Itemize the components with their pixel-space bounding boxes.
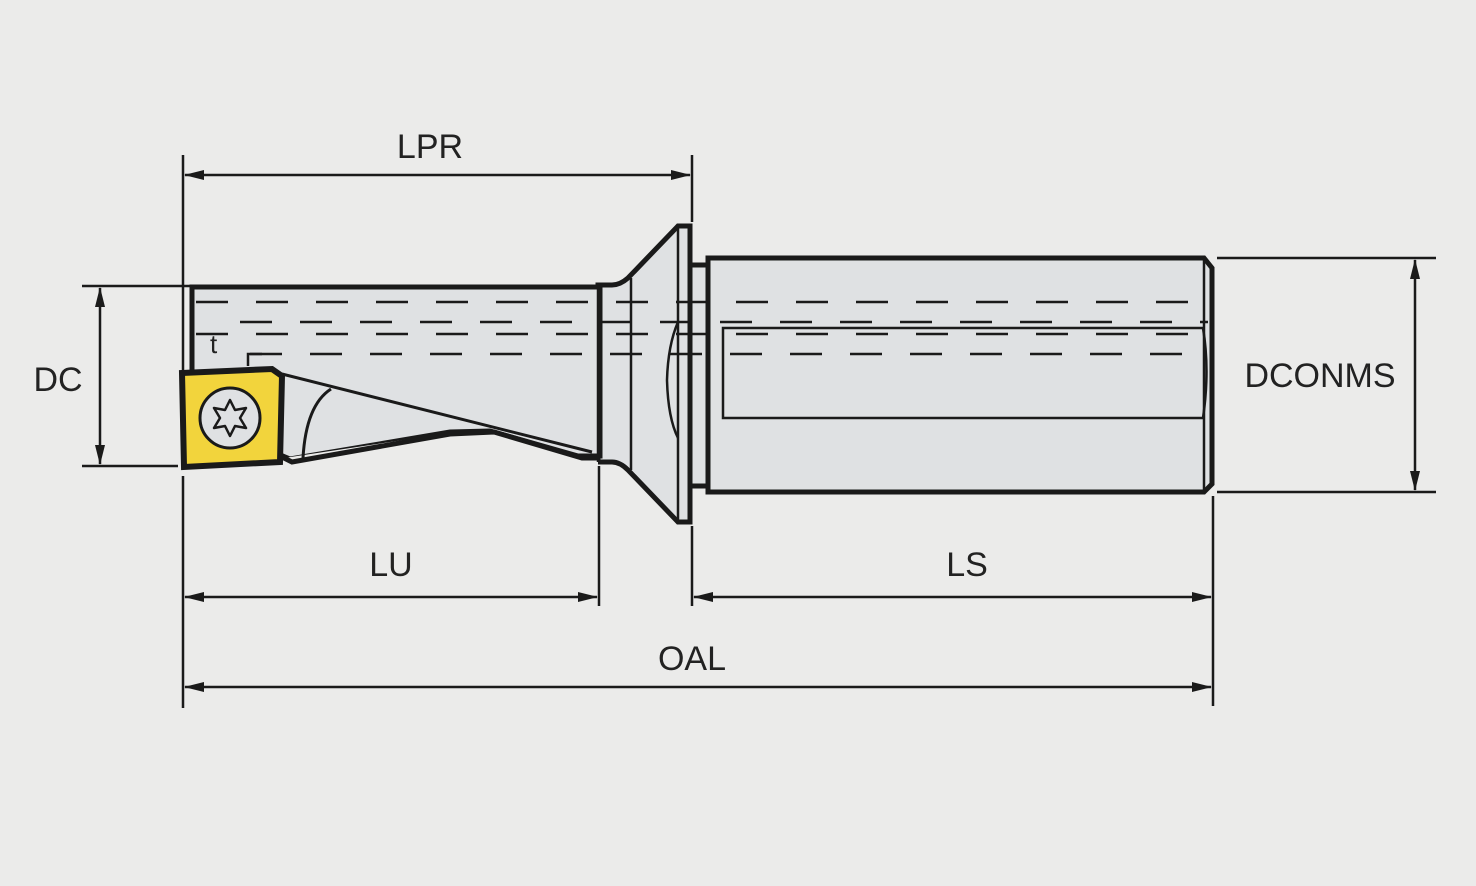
- dc-label: DC: [33, 361, 82, 399]
- flange: [595, 223, 693, 525]
- tool-body: t: [189, 223, 1215, 525]
- dimension-lines: [82, 155, 1436, 708]
- t-label: t: [210, 329, 218, 359]
- shank: [705, 255, 1215, 495]
- coolant-channels: [196, 300, 1208, 356]
- lu-label: LU: [369, 546, 412, 584]
- oal-label: OAL: [658, 640, 726, 678]
- ls-label: LS: [946, 546, 988, 584]
- torx-screw-icon: [198, 386, 262, 450]
- dconms-label: DCONMS: [1244, 357, 1395, 395]
- shank-neck: [687, 262, 711, 489]
- lpr-label: LPR: [397, 128, 463, 166]
- square-insert-icon: [178, 365, 286, 471]
